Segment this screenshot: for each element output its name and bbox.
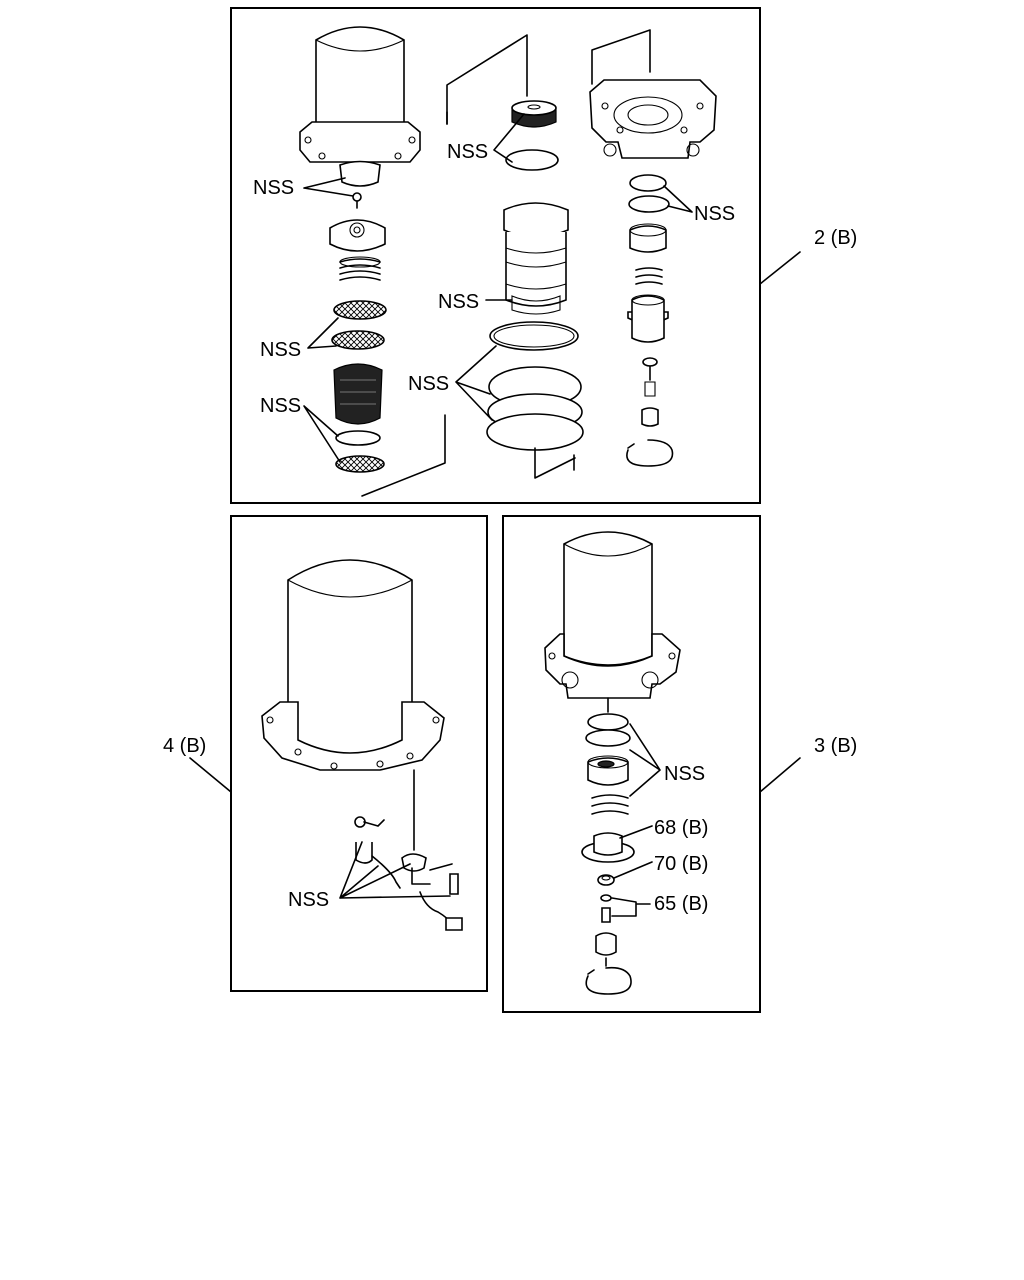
nss-label-4: NSS bbox=[438, 291, 479, 313]
ref-label-3b: 3 (B) bbox=[814, 735, 857, 757]
panel-3b: NSS 68 (B) 70 (B) 65 (B) 3 (B) bbox=[502, 515, 857, 1013]
middle-stack-2b bbox=[446, 34, 584, 479]
panel-3b-frame bbox=[502, 515, 761, 1013]
nss-label-5: NSS bbox=[260, 339, 301, 361]
panel-2b: NSS NSS NSS NSS NSS NSS NSS 2 (B) bbox=[230, 7, 857, 504]
left-canister-4b bbox=[261, 559, 463, 931]
right-stack-3b bbox=[544, 531, 681, 995]
nss-label-9: NSS bbox=[664, 763, 705, 785]
nss-label-6: NSS bbox=[408, 373, 449, 395]
panel-4b: NSS 4 (B) bbox=[163, 515, 488, 992]
ref-label-68b: 68 (B) bbox=[654, 817, 708, 839]
right-stack-2b bbox=[589, 29, 717, 467]
nss-label-2: NSS bbox=[447, 141, 488, 163]
nss-label-1: NSS bbox=[253, 177, 294, 199]
leader-3b bbox=[759, 757, 801, 793]
left-stack-2b bbox=[299, 26, 421, 473]
panel-2b-frame bbox=[230, 7, 761, 504]
bracket-left-bottom bbox=[361, 414, 446, 497]
ref-label-4b: 4 (B) bbox=[163, 735, 206, 757]
nss-label-7: NSS bbox=[260, 395, 301, 417]
nss-label-3: NSS bbox=[694, 203, 735, 225]
leader-2b bbox=[759, 251, 801, 285]
ref-label-2b: 2 (B) bbox=[814, 227, 857, 249]
ref-label-70b: 70 (B) bbox=[654, 853, 708, 875]
panel-4b-frame bbox=[230, 515, 488, 992]
leader-4b bbox=[189, 757, 232, 793]
ref-label-65b: 65 (B) bbox=[654, 893, 708, 915]
nss-label-8: NSS bbox=[288, 889, 329, 911]
